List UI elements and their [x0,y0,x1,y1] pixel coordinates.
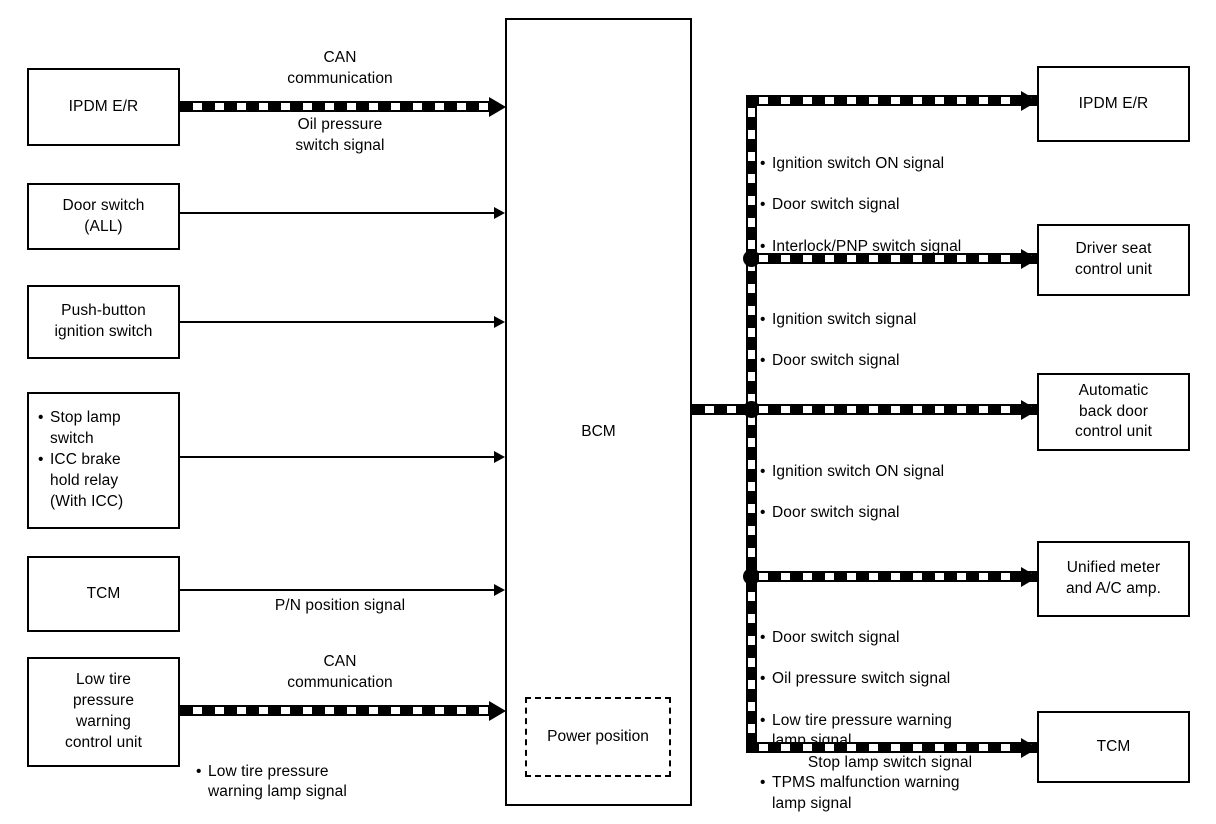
signal-door-switch-driver-seat: Door switch signal [760,351,1040,372]
can-line-ipdm-er-to-bcm [180,101,491,112]
bcm-box[interactable]: BCM [505,18,692,806]
signal-door-switch: Door switch signal [760,195,1040,216]
can-arrow-bus-to-ipdm-er [1021,91,1038,111]
signal-list-automatic-back-door: Ignition switch ON signal Door switch si… [760,420,1040,565]
input-box-tcm[interactable]: TCM [27,556,180,632]
signal-tpms-malfunction-warning-lamp-um: TPMS malfunction warning lamp signal [760,773,1050,815]
arrow-push-button-to-bcm [494,316,505,328]
output-box-unified-meter-and-ac-amp-label: Unified meter and A/C amp. [1065,559,1162,597]
signal-list-driver-seat: Ignition switch signal Door switch signa… [760,268,1040,413]
can-arrow-bus-to-driver-seat [1021,249,1038,269]
output-box-automatic-back-door-control-unit-label: Automatic back door control unit [1074,381,1153,441]
bullet-low-tire-pressure-warning-lamp-signal: Low tire pressure warning lamp signal [196,762,496,804]
bullet-icc-brake-hold-relay: ICC brake hold relay (With ICC) [38,450,123,513]
line-door-switch-to-bcm [180,212,502,214]
output-box-tcm[interactable]: TCM [1037,711,1190,783]
signal-door-switch-abd: Door switch signal [760,503,1040,524]
input-box-door-switch-label: Door switch (ALL) [62,196,145,235]
signal-ignition-switch: Ignition switch signal [760,310,1040,331]
line-tcm-to-bcm [180,589,502,591]
power-position-box[interactable]: Power position [525,697,671,777]
power-position-label: Power position [547,728,649,745]
line-stop-lamp-to-bcm [180,456,502,458]
label-oil-pressure-switch-signal: Oil pressure switch signal [295,116,385,154]
output-box-driver-seat-control-unit[interactable]: Driver seat control unit [1037,224,1190,296]
can-arrow-low-tire-to-bcm [489,701,506,721]
arrow-tcm-to-bcm [494,584,505,596]
bcm-label: BCM [581,423,616,440]
signal-ignition-switch-on-abd: Ignition switch ON signal [760,462,1040,483]
input-box-push-button-ignition-switch-label: Push-button ignition switch [54,302,153,340]
label-can-communication-low-tire: CAN communication [287,653,393,691]
input-box-door-switch[interactable]: Door switch (ALL) [27,183,180,250]
can-line-bcm-to-bus [692,404,758,415]
signal-interlock-pnp-switch: Interlock/PNP switch signal [760,237,1040,258]
output-box-tcm-label: TCM [1096,737,1131,755]
label-low-tire-signals: Low tire pressure warning lamp signal TP… [196,720,496,824]
input-box-push-button-ignition-switch[interactable]: Push-button ignition switch [27,285,180,359]
output-box-unified-meter-and-ac-amp[interactable]: Unified meter and A/C amp. [1037,541,1190,617]
label-stop-lamp-switch-signal: Stop lamp switch signal [807,754,973,771]
arrow-door-switch-to-bcm [494,207,505,219]
input-box-low-tire-pressure-warning-control-unit[interactable]: Low tire pressure warning control unit [27,657,180,767]
can-line-bus-to-driver-seat [746,253,1038,264]
input-box-ipdm-er-label: IPDM E/R [68,97,139,115]
can-line-low-tire-to-bcm [180,705,491,716]
can-bus-vertical [746,95,757,753]
can-arrow-bus-to-automatic-back-door [1021,400,1038,420]
input-box-stop-lamp-switch-bullets: Stop lamp switch ICC brake hold relay (W… [38,408,123,513]
can-line-bus-to-unified-meter [746,571,1038,582]
input-box-low-tire-pressure-warning-control-unit-label: Low tire pressure warning control unit [64,671,143,751]
can-line-bus-to-ipdm-er [746,95,1038,106]
input-box-tcm-label: TCM [86,584,121,602]
output-box-driver-seat-control-unit-label: Driver seat control unit [1074,240,1153,278]
output-box-automatic-back-door-control-unit[interactable]: Automatic back door control unit [1037,373,1190,451]
signal-oil-pressure-switch-um: Oil pressure switch signal [760,669,1050,690]
can-line-bus-to-tcm [746,742,1038,753]
input-box-stop-lamp-switch[interactable]: Stop lamp switch ICC brake hold relay (W… [27,392,180,529]
label-pn-position-signal: P/N position signal [274,597,406,614]
can-arrow-bus-to-unified-meter [1021,567,1038,587]
label-can-communication-ipdm: CAN communication [287,49,393,87]
can-line-bus-to-automatic-back-door [746,404,1038,415]
output-box-ipdm-er[interactable]: IPDM E/R [1037,66,1190,142]
signal-door-switch-um: Door switch signal [760,628,1050,649]
can-arrow-bus-to-tcm [1021,738,1038,758]
signal-list-ipdm-er: Ignition switch ON signal Door switch si… [760,112,1040,299]
signal-list-unified-meter: Door switch signal Oil pressure switch s… [760,586,1050,824]
signal-ignition-switch-on: Ignition switch ON signal [760,154,1040,175]
output-box-ipdm-er-label: IPDM E/R [1078,94,1149,112]
can-arrow-ipdm-er-to-bcm [489,97,506,117]
line-push-button-to-bcm [180,321,502,323]
bullet-stop-lamp-switch: Stop lamp switch [38,408,123,450]
arrow-stop-lamp-to-bcm [494,451,505,463]
input-box-ipdm-er[interactable]: IPDM E/R [27,68,180,146]
